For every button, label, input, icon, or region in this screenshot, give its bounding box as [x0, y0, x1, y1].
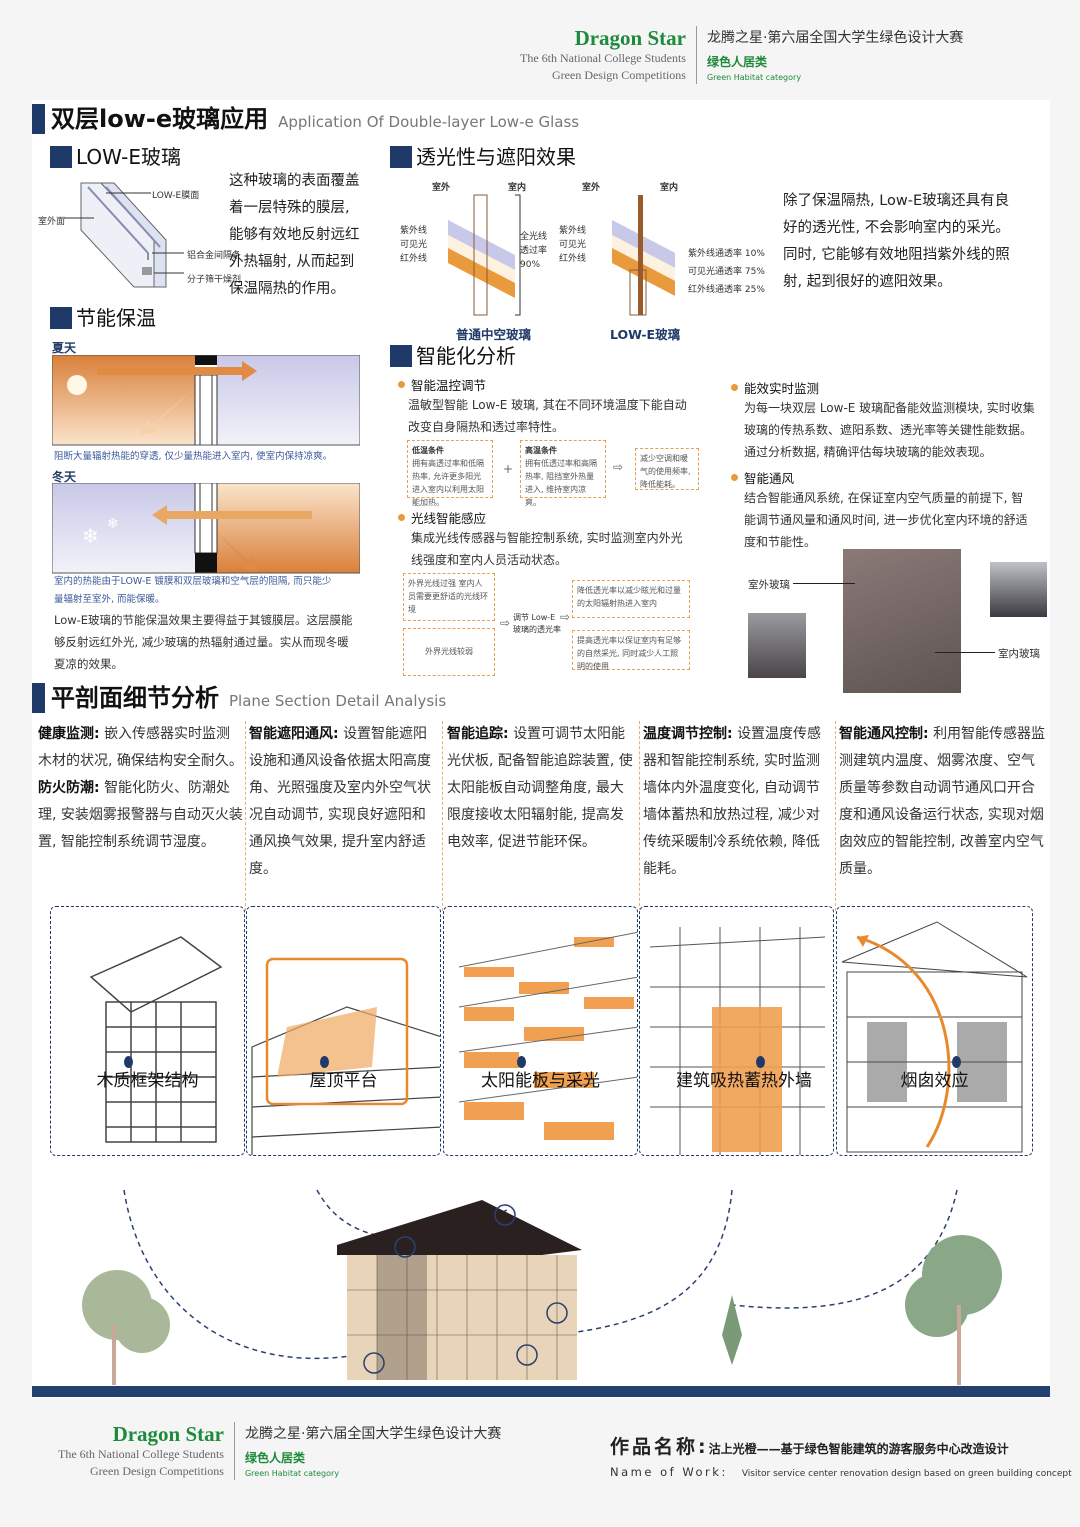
- label-spacer: 铝合金间隔条: [187, 251, 242, 261]
- card-thermal-wall: [639, 906, 834, 1156]
- ground-bar: [32, 1386, 1050, 1397]
- glass-section-diagram: [64, 182, 184, 288]
- card-label-solar: 太阳能板与采光: [481, 1071, 600, 1091]
- section-title-plane: 平剖面细节分析 Plane Section Detail Analysis: [32, 683, 446, 713]
- card-label-roof-terrace: 屋顶平台: [309, 1071, 378, 1091]
- low-temp-box: 低温条件拥有高透过率和低隔热率, 允许更多阳光进入室内以利用太阳能加热。: [407, 440, 493, 507]
- competition-title: 龙腾之星·第六届全国大学生绿色设计大赛: [706, 30, 964, 46]
- column-chimney: 智能通风控制: 利用智能传感器监测建筑内温度、烟雾浓度、空气质量等参数自动调节通…: [839, 726, 1046, 877]
- label-outer-glass: 室外玻璃: [748, 579, 790, 591]
- section-title-lowe: 双层low-e玻璃应用 Application Of Double-layer …: [32, 104, 579, 134]
- pin-icon: [756, 1056, 765, 1068]
- label-desiccant: 分子筛干燥剂: [187, 275, 242, 285]
- temp-text: 温敏型智能 Low-E 玻璃, 其在不同环境温度下能自动改变自身隔热和透过率特性…: [408, 398, 687, 434]
- transmittance-diagram: [448, 194, 675, 316]
- column-solar: 智能追踪: 设置可调节太阳能光伏板, 配备智能追踪装置, 使太阳能板自动调整角度…: [447, 726, 633, 850]
- brand-name: Dragon Star: [574, 26, 686, 50]
- title-bar: [32, 104, 45, 134]
- card-solar-panel: [443, 906, 638, 1156]
- rays-normal: 紫外线可见光红外线: [400, 226, 428, 264]
- insulation-text: Low-E玻璃的节能保温效果主要得益于其镀膜层。这层膜能够反射远红外光, 减少玻…: [54, 613, 353, 671]
- pin-icon: [517, 1056, 526, 1068]
- weak-light-box: 外界光线较弱: [403, 628, 495, 676]
- bullet-temp: 智能温控调节: [398, 375, 486, 394]
- reduce-light-box: 降低透光率以减少眩光和过量的太阳辐射热进入室内: [572, 580, 690, 618]
- bullet-vent: 智能通风: [731, 468, 794, 487]
- column-wall: 温度调节控制: 设置温度传感器和智能控制系统, 实时监测墙体内外温度变化, 自动…: [643, 726, 822, 877]
- subtitle-insulation: 节能保温: [50, 306, 156, 330]
- bullet-light: 光线智能感应: [398, 508, 486, 527]
- glass-photo-left: [748, 613, 806, 678]
- card-label-wall: 建筑吸热蓄热外墙: [676, 1071, 812, 1091]
- section-title-cn: 双层low-e玻璃应用: [51, 105, 269, 133]
- label-film: LOW-E膜面: [152, 191, 200, 201]
- bullet-monitor: 能效实时监测: [731, 378, 819, 397]
- summer-label: 夏天: [52, 341, 77, 355]
- column-structure: 健康监测: 嵌入传感器实时监测木材的状况, 确保结构安全耐久。 防火防潮: 智能…: [38, 726, 243, 850]
- winter-note: 室内的热能由于LOW-E 镀膜和双层玻璃和空气层的阻隔, 而只能少量辐射至室外,…: [54, 576, 332, 605]
- header-brand: Dragon Star The 6th National College Stu…: [520, 26, 963, 84]
- vent-text: 结合智能通风系统, 在保证室内空气质量的前提下, 智能调节通风量和通风时间, 进…: [744, 491, 1028, 549]
- summer-diagram: [52, 355, 360, 446]
- lowe-glass-label: LOW-E玻璃: [610, 327, 681, 342]
- building-section-illustration: [82, 1189, 1002, 1385]
- lowe-text: 这种玻璃的表面覆盖着一层特殊的膜层,能够有效地反射远红外热辐射, 从而起到保温隔…: [229, 173, 360, 297]
- footer-brand: Dragon Star The 6th National College Stu…: [58, 1422, 502, 1480]
- label-outside: 室外面: [38, 217, 66, 227]
- pin-icon: [124, 1056, 133, 1068]
- subtitle-smart: 智能化分析: [390, 344, 516, 368]
- winter-label: 冬天: [52, 470, 77, 484]
- brand-en-line1: The 6th National College Students: [520, 51, 686, 65]
- work-name: 作品名称: 沽上光橙——基于绿色智能建筑的游客服务中心改造设计 Name of …: [610, 1436, 1072, 1479]
- card-label-chimney: 烟囱效应: [900, 1071, 969, 1091]
- card-label-wood-frame: 木质框架结构: [96, 1071, 199, 1091]
- temp-result-box: 减少空调和暖气的使用频率, 降低能耗。: [635, 448, 699, 490]
- category-cn: 绿色人居类: [706, 55, 767, 69]
- transmit-text: 除了保温隔热, Low-E玻璃还具有良好的透光性, 不会影响室内的采光。同时, …: [783, 193, 1010, 290]
- brand-en-line2: Green Design Competitions: [552, 68, 686, 82]
- monitor-text: 为每一块双层 Low-E 玻璃配备能效监测模块, 实时收集玻璃的传热系数、遮阳系…: [744, 401, 1035, 459]
- increase-light-box: 提高透光率以保证室内有足够的自然采光, 同时减少人工照明的使用: [572, 630, 690, 671]
- column-roof: 智能遮阳通风: 设置智能遮阳设施和通风设备依据太阳高度角、光照强度及室内外空气状…: [249, 726, 431, 877]
- summer-note: 阻断大量辐射热能的穿透, 仅少量热能进入室内, 使室内保持凉爽。: [54, 451, 333, 462]
- subtitle-lowe: LOW-E玻璃: [50, 145, 181, 169]
- glass-photo-main: [843, 549, 961, 693]
- winter-diagram: ❄ ❄: [52, 483, 360, 574]
- svg-text:❄: ❄: [107, 516, 119, 532]
- subtitle-transmit: 透光性与遮阳效果: [390, 145, 576, 169]
- high-temp-box: 高温条件拥有低透过率和高隔热率, 阻挡室外热量进入, 维持室内凉爽。: [520, 440, 606, 507]
- adjust-label: 调节 Low-E 玻璃的透光率: [513, 613, 561, 634]
- card-wood-frame: [50, 906, 245, 1156]
- section-title-en: Application Of Double-layer Low-e Glass: [278, 113, 580, 131]
- work-title-en: Visitor service center renovation design…: [741, 1469, 1072, 1479]
- normal-glass-label: 普通中空玻璃: [456, 327, 532, 342]
- work-title-cn: 沽上光橙——基于绿色智能建筑的游客服务中心改造设计: [708, 1442, 1009, 1456]
- card-chimney-effect: [836, 906, 1033, 1156]
- lowe-rates: 紫外线通透率 10%可见光通透率 75%红外线通透率 25%: [688, 249, 765, 295]
- glass-photo-right: [990, 562, 1047, 617]
- svg-text:❄: ❄: [82, 524, 99, 548]
- light-text: 集成光线传感器与智能控制系统, 实时监测室内外光线强度和室内人员活动状态。: [411, 531, 683, 567]
- card-roof-terrace: [246, 906, 441, 1156]
- pin-icon: [952, 1056, 961, 1068]
- strong-light-box: 外界光线过强 室内人员需要更舒适的光线环境: [403, 573, 495, 621]
- label-inner-glass: 室内玻璃: [998, 648, 1040, 660]
- main-panel: [32, 100, 1050, 1398]
- pin-icon: [320, 1056, 329, 1068]
- category-en: Green Habitat category: [706, 73, 802, 82]
- rays-lowe: 紫外线可见光红外线: [559, 226, 587, 264]
